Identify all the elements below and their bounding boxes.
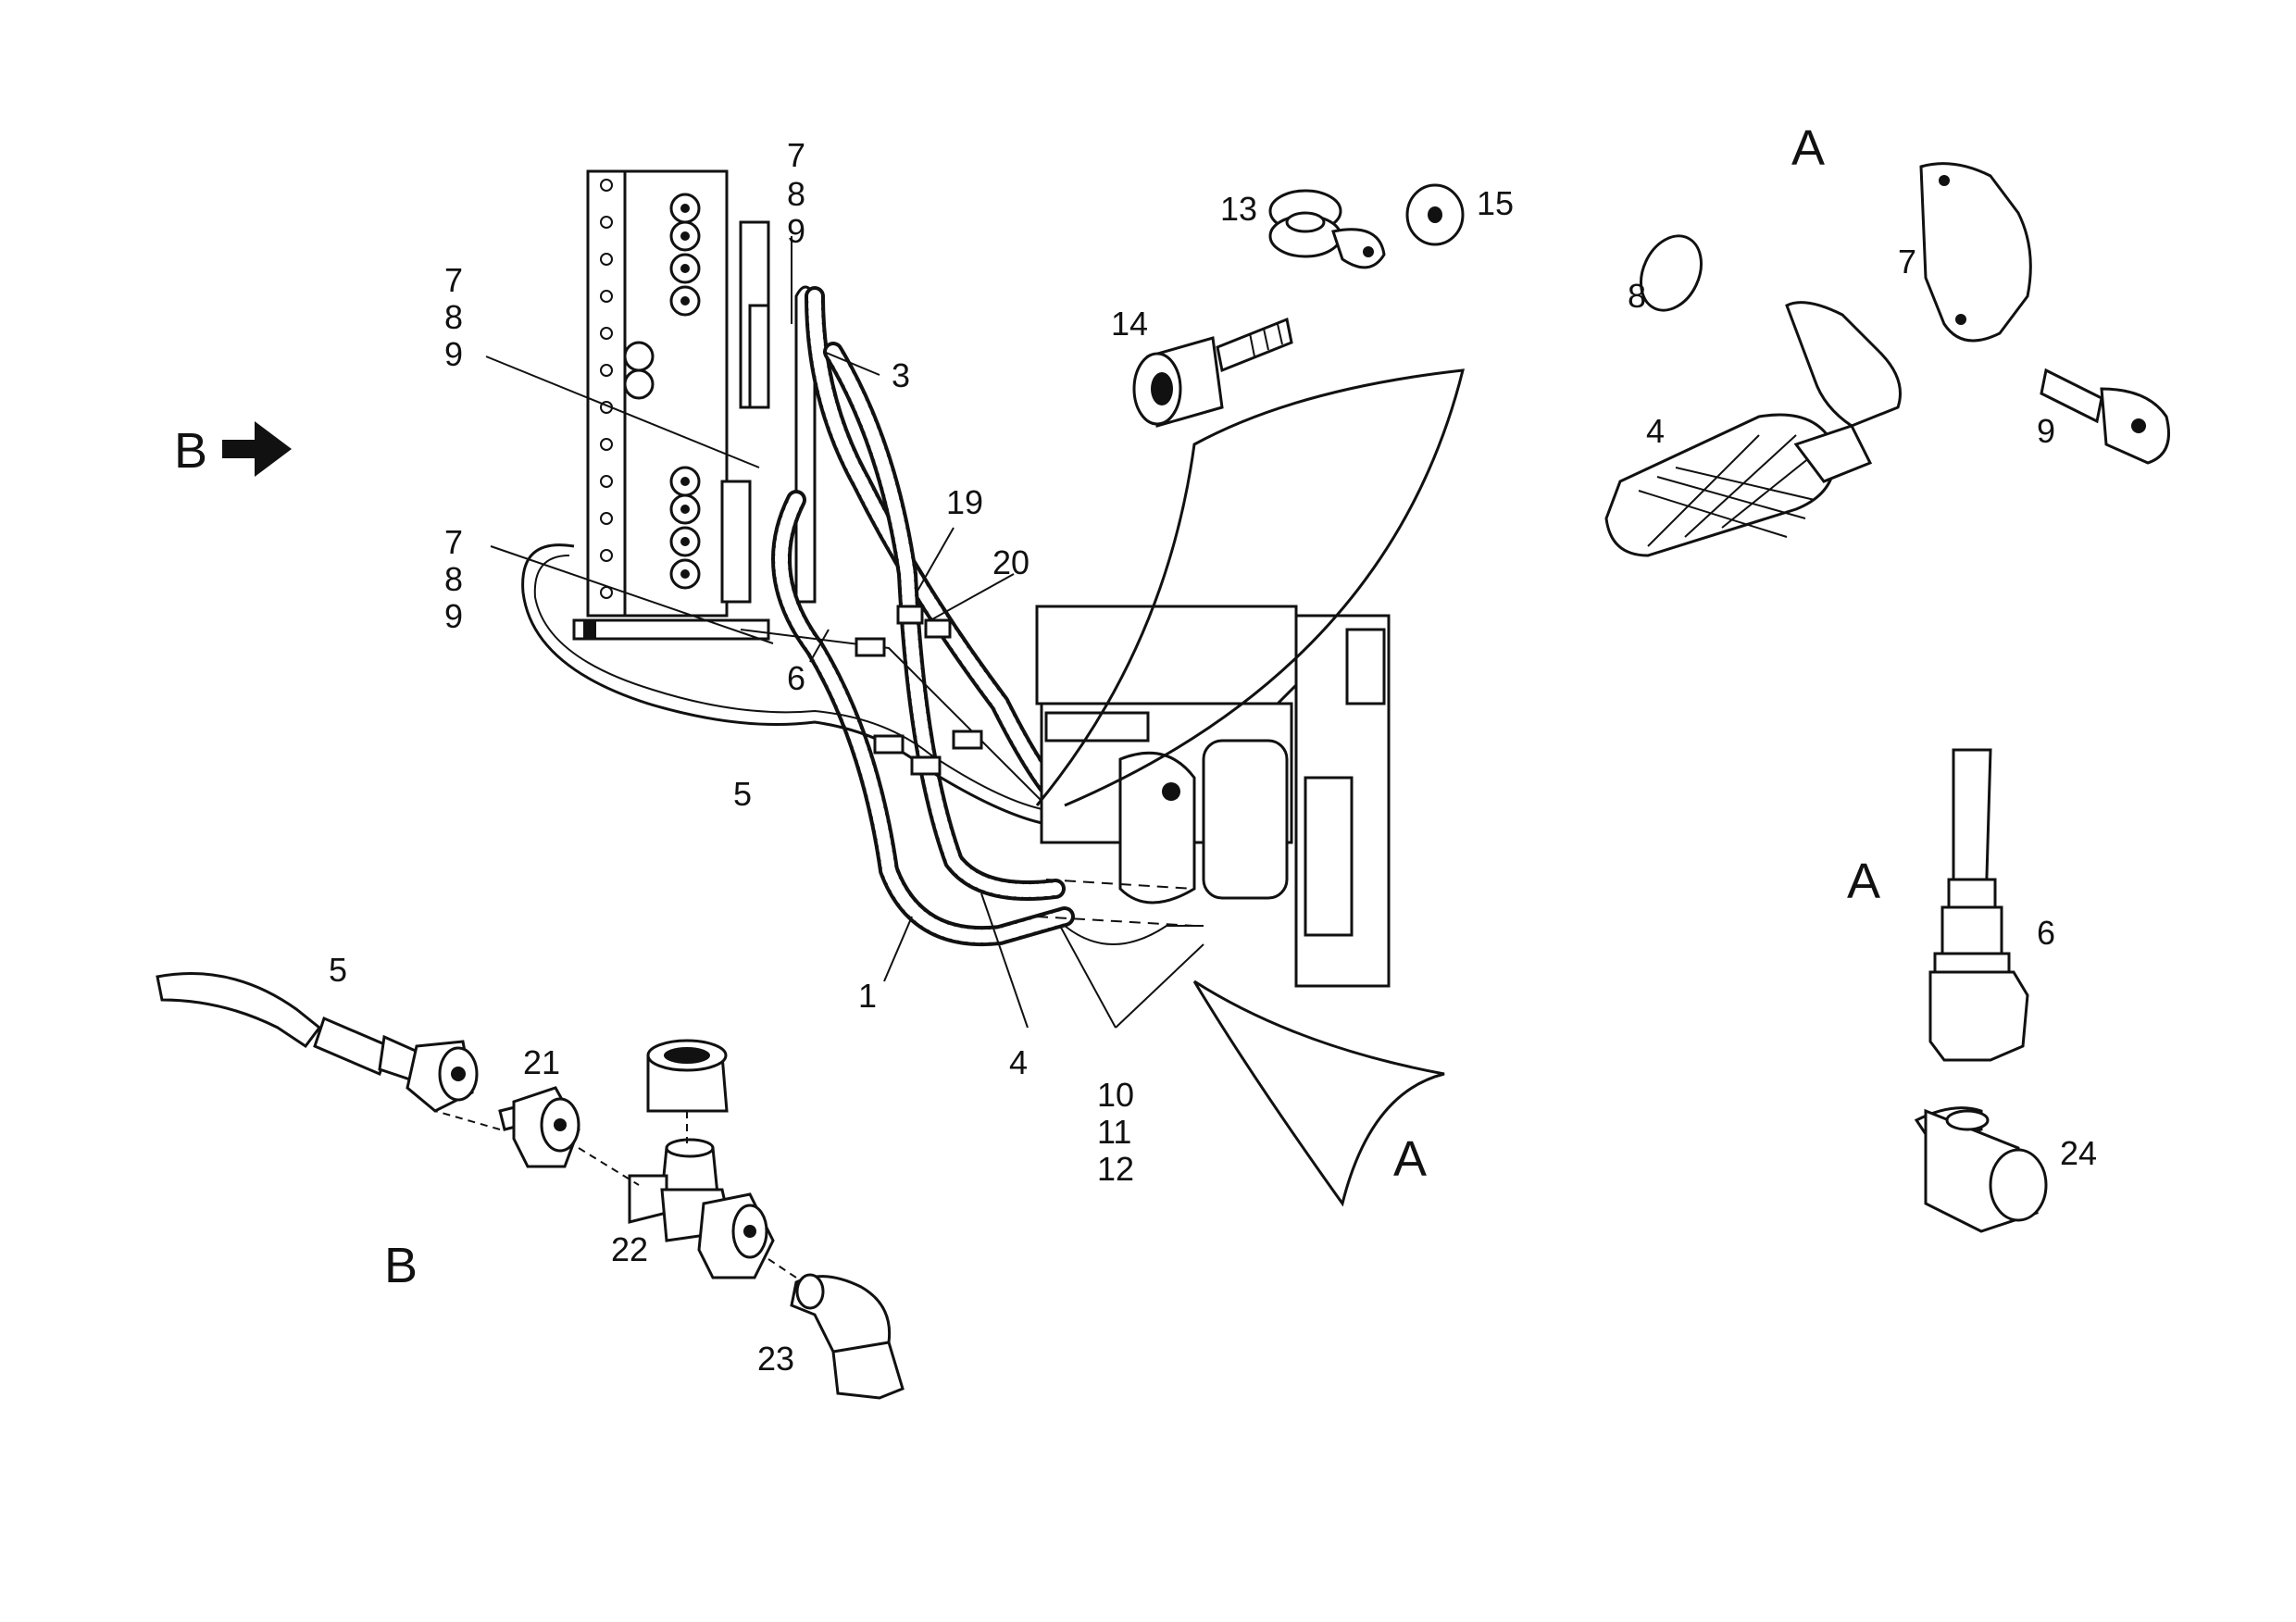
callout-20: 20 (992, 543, 1029, 581)
view-label-a-callout: A (1393, 1131, 1427, 1187)
callout-4-main: 4 (1009, 1043, 1028, 1081)
callout-21: 21 (523, 1043, 560, 1081)
view-label-b-arrow: B (174, 423, 207, 479)
braided-hoses (771, 286, 1075, 947)
callout-19: 19 (946, 483, 983, 521)
callout-8-detail: 8 (1628, 277, 1646, 315)
hose-clips (855, 605, 983, 776)
detail-a-right (1914, 748, 2048, 1233)
callout-11: 11 (1097, 1113, 1131, 1151)
valve-block (1035, 605, 1391, 988)
view-label-a-right: A (1847, 854, 1880, 909)
callout-1: 1 (858, 977, 877, 1015)
callout-22: 22 (611, 1230, 648, 1268)
callout-5-detail: 5 (329, 951, 347, 989)
callout-6-detail: 6 (2037, 914, 2055, 952)
bolt-14 (1132, 317, 1293, 428)
detail-a-leader-upper (1035, 368, 1465, 807)
detail-b (156, 972, 905, 1400)
callout-4-detail: 4 (1646, 412, 1665, 450)
callout-12: 12 (1097, 1150, 1134, 1188)
pump-assembly (572, 169, 817, 641)
callout-8-low: 8 (444, 560, 463, 598)
callout-13: 13 (1220, 190, 1257, 228)
view-label-a-top: A (1791, 120, 1825, 176)
pipe-5 (521, 543, 1047, 826)
callout-labels: A A A B B 7 8 9 7 8 9 7 8 9 3 19 20 6 5 … (174, 120, 2097, 1378)
callout-7-top: 7 (787, 136, 805, 174)
callout-8-mid: 8 (444, 298, 463, 336)
callout-8-top: 8 (787, 175, 805, 213)
arrow-icon (222, 421, 292, 477)
clamp-13 (1268, 189, 1386, 269)
callout-3: 3 (892, 356, 910, 394)
callout-7-detail: 7 (1898, 243, 1916, 281)
callout-10: 10 (1097, 1076, 1134, 1114)
leader-lines (485, 236, 1204, 1029)
callout-7-mid: 7 (444, 261, 463, 299)
callout-6-main: 6 (787, 659, 805, 697)
callout-14: 14 (1111, 305, 1148, 343)
callout-24: 24 (2060, 1134, 2097, 1172)
callout-9-top: 9 (787, 212, 805, 250)
callout-23: 23 (757, 1340, 794, 1378)
callout-9-low: 9 (444, 597, 463, 635)
view-label-b-bottom: B (384, 1238, 418, 1293)
detail-a-top (1604, 162, 2170, 557)
callout-9-detail: 9 (2037, 412, 2055, 450)
callout-5-main: 5 (733, 775, 752, 813)
washer-15 (1405, 183, 1465, 246)
callout-7-low: 7 (444, 523, 463, 561)
callout-9-mid: 9 (444, 335, 463, 373)
callout-15: 15 (1477, 184, 1514, 222)
detail-a-leader-lower (1192, 979, 1445, 1207)
